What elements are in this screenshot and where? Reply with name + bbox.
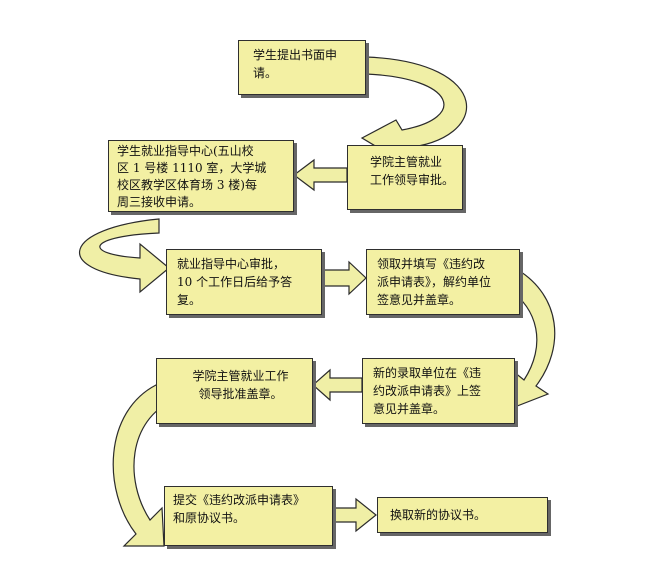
curved-arrow-7-to-8 <box>112 384 176 547</box>
step-3-box: 学生就业指导中心(五山校 区 1 号楼 1110 室，大学城 校区教学区体育场 … <box>108 140 294 212</box>
step-6-box: 新的录取单位在《违 约改派申请表》上签 意见并盖章。 <box>362 358 515 424</box>
step-4-line: 10 个工作日后给予答 <box>177 275 293 289</box>
step-3-line: 区 1 号楼 1110 室，大学城 <box>117 161 267 175</box>
step-5-line: 领取并填写《违约改 <box>377 257 486 271</box>
arrow-8-to-9 <box>332 497 377 533</box>
step-9-box: 换取新的协议书。 <box>377 497 548 533</box>
step-5-line: 派申请表》，解约单位 <box>377 275 492 289</box>
step-2-line: 学院主管就业 <box>370 155 443 169</box>
step-5-box: 领取并填写《违约改 派申请表》，解约单位 签意见并盖章。 <box>366 249 520 315</box>
arrow-4-to-5 <box>321 260 367 296</box>
step-8-line: 和原协议书。 <box>173 511 246 525</box>
step-3-line: 校区教学区体育场 3 楼)每 <box>117 178 257 192</box>
arrow-6-to-7 <box>312 368 363 402</box>
step-7-box: 学院主管就业工作 领导批准盖章。 <box>156 358 313 424</box>
arrow-2-to-3 <box>293 158 348 192</box>
step-6-line: 约改派申请表》上签 <box>373 384 482 398</box>
step-3-line: 学生就业指导中心(五山校 <box>117 144 254 158</box>
step-4-line: 复。 <box>177 293 202 307</box>
step-3-line: 周三接收申请。 <box>117 195 202 209</box>
curved-arrow-3-to-4 <box>79 218 170 294</box>
step-1-line: 请。 <box>253 66 278 80</box>
step-9-line: 换取新的协议书。 <box>390 508 487 522</box>
step-2-line: 工作领导审批。 <box>370 173 455 187</box>
step-8-box: 提交《违约改派申请表》 和原协议书。 <box>164 486 333 546</box>
step-8-line: 提交《违约改派申请表》 <box>173 493 306 507</box>
step-6-line: 新的录取单位在《违 <box>373 366 482 380</box>
step-5-line: 签意见并盖章。 <box>377 293 462 307</box>
step-7-line: 领导批准盖章。 <box>198 387 283 401</box>
step-2-box: 学院主管就业 工作领导审批。 <box>347 145 463 210</box>
step-1-box: 学生提出书面申 请。 <box>238 40 366 95</box>
step-4-line: 就业指导中心审批， <box>177 257 286 271</box>
step-4-box: 就业指导中心审批， 10 个工作日后给予答 复。 <box>166 249 322 315</box>
step-6-line: 意见并盖章。 <box>373 402 446 416</box>
step-7-line: 学院主管就业工作 <box>192 369 289 383</box>
step-1-line: 学生提出书面申 <box>253 48 338 62</box>
